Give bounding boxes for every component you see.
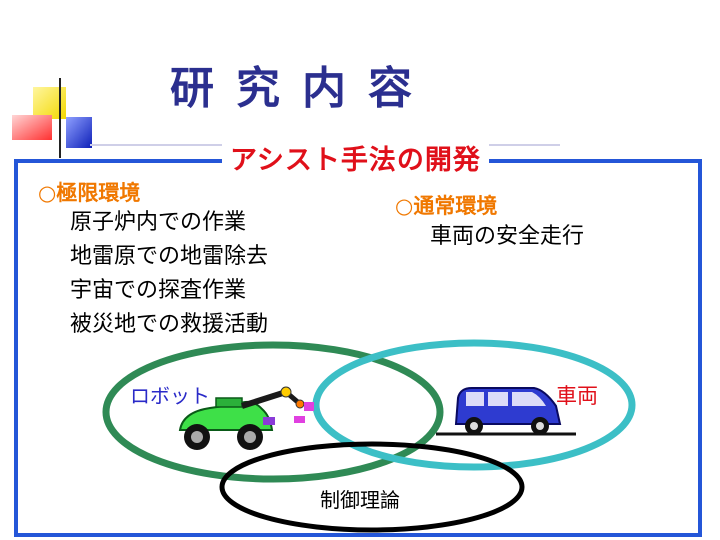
section-title: アシスト手法の開発 xyxy=(222,138,489,177)
list-item: 宇宙での探査作業 xyxy=(70,278,247,303)
normal-heading: ○通常環境 xyxy=(395,194,498,218)
extreme-list: 原子炉内での作業 地雷原での地雷除去 宇宙での探査作業 被災地での救援活動 xyxy=(70,206,268,342)
robot-label: ロボット xyxy=(130,384,210,408)
vehicle-ellipse xyxy=(312,339,636,471)
control-ellipse xyxy=(219,441,525,533)
robot-ellipse xyxy=(102,341,444,483)
decorative-squares-icon xyxy=(12,78,230,158)
list-item: 被災地での救援活動 xyxy=(70,312,269,337)
control-theory-label: 制御理論 xyxy=(320,488,400,512)
vehicle-label: 車両 xyxy=(556,384,598,408)
minivan-icon xyxy=(436,387,576,436)
normal-list: 車両の安全走行 xyxy=(430,220,584,254)
page-title: 研究内容 xyxy=(170,63,434,114)
robot-car-icon xyxy=(178,386,314,450)
list-item: 地雷原での地雷除去 xyxy=(70,244,269,269)
list-item: 車両の安全走行 xyxy=(430,224,585,249)
extreme-heading: ○極限環境 xyxy=(38,181,141,205)
list-item: 原子炉内での作業 xyxy=(70,210,247,235)
